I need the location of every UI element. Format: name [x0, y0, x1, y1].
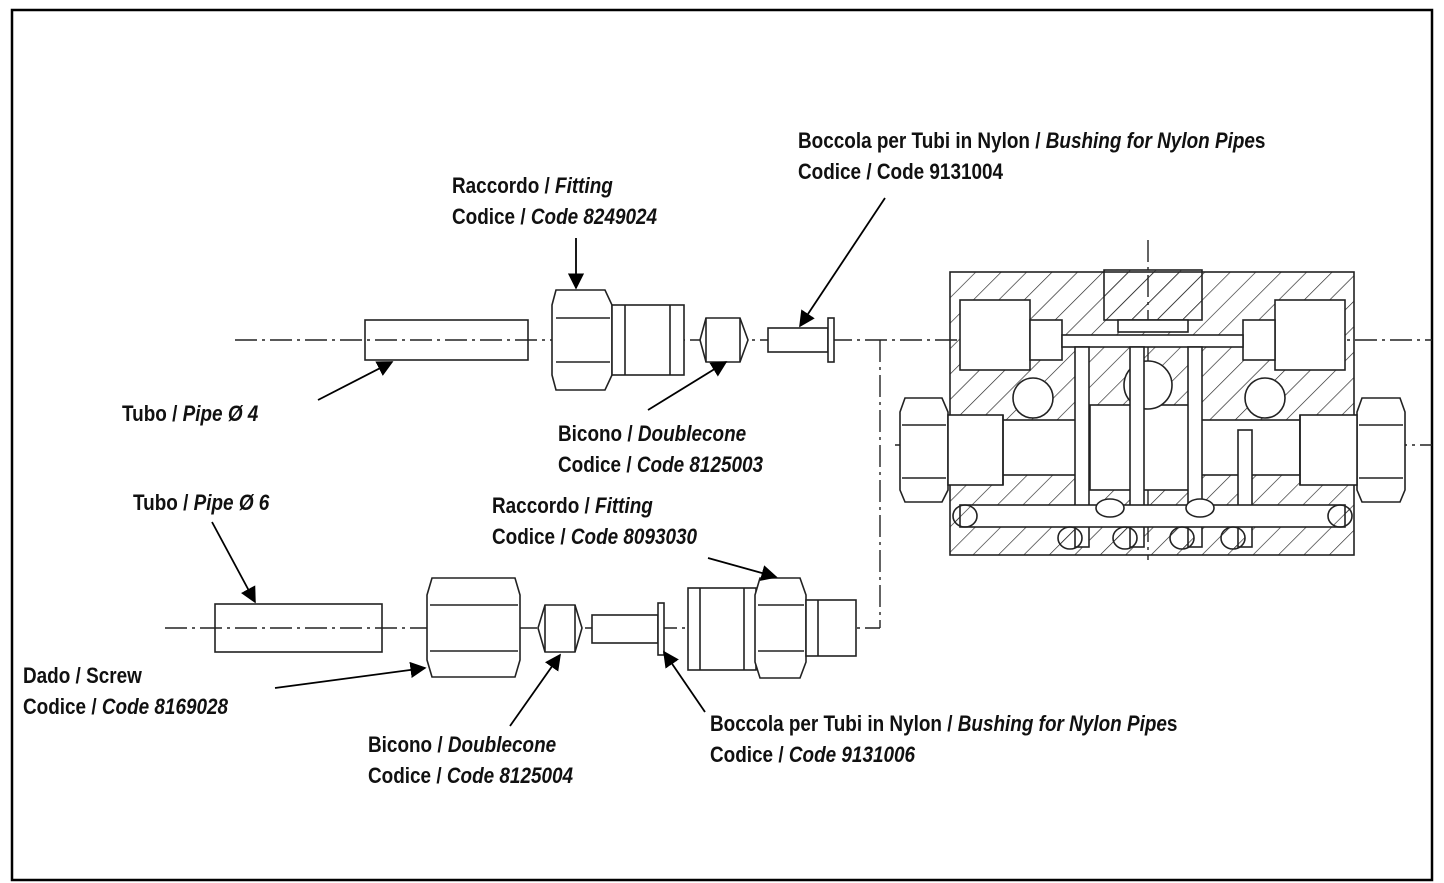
arrow-doublecone-top [647, 361, 728, 411]
fitting-bottom [687, 577, 857, 679]
label-bushing-bottom: Boccola per Tubi in Nylon / Bushing for … [710, 711, 1178, 767]
arrow-fitting-bottom [707, 557, 778, 581]
label-bushing-top: Boccola per Tubi in Nylon / Bushing for … [798, 128, 1266, 184]
label-doublecone-top: Bicono / Doublecone Codice / Code 812500… [558, 421, 764, 477]
valve-right-fitting [1299, 397, 1406, 503]
valve-body-section [949, 269, 1355, 556]
label-screw: Dado / Screw Codice / Code 8169028 [23, 663, 229, 719]
valve-left-fitting [899, 397, 1004, 503]
doublecone-top [699, 317, 749, 363]
pipe-4 [364, 319, 529, 361]
arrow-pipe4 [317, 361, 394, 401]
doublecone-bottom [537, 604, 583, 653]
label-pipe-6: Tubo / Pipe Ø 6 [133, 490, 270, 515]
arrow-screw [274, 661, 427, 689]
fitting-top [551, 289, 685, 391]
arrow-doublecone-bottom [509, 653, 561, 727]
screw-nut [426, 577, 521, 678]
bushing-top [767, 317, 835, 363]
label-fitting-top: Raccordo / Fitting Codice / Code 8249024 [452, 173, 658, 229]
leader-arrows [211, 197, 886, 727]
pipe-6 [214, 603, 383, 653]
label-pipe-4: Tubo / Pipe Ø 4 [122, 401, 259, 426]
arrow-bushing-top [799, 197, 886, 328]
bushing-bottom [591, 602, 665, 656]
label-fitting-bottom: Raccordo / Fitting Codice / Code 8093030 [492, 493, 698, 549]
arrow-pipe6 [211, 521, 256, 604]
label-doublecone-bottom: Bicono / Doublecone Codice / Code 812500… [368, 732, 574, 788]
arrow-bushing-bottom [663, 650, 706, 713]
